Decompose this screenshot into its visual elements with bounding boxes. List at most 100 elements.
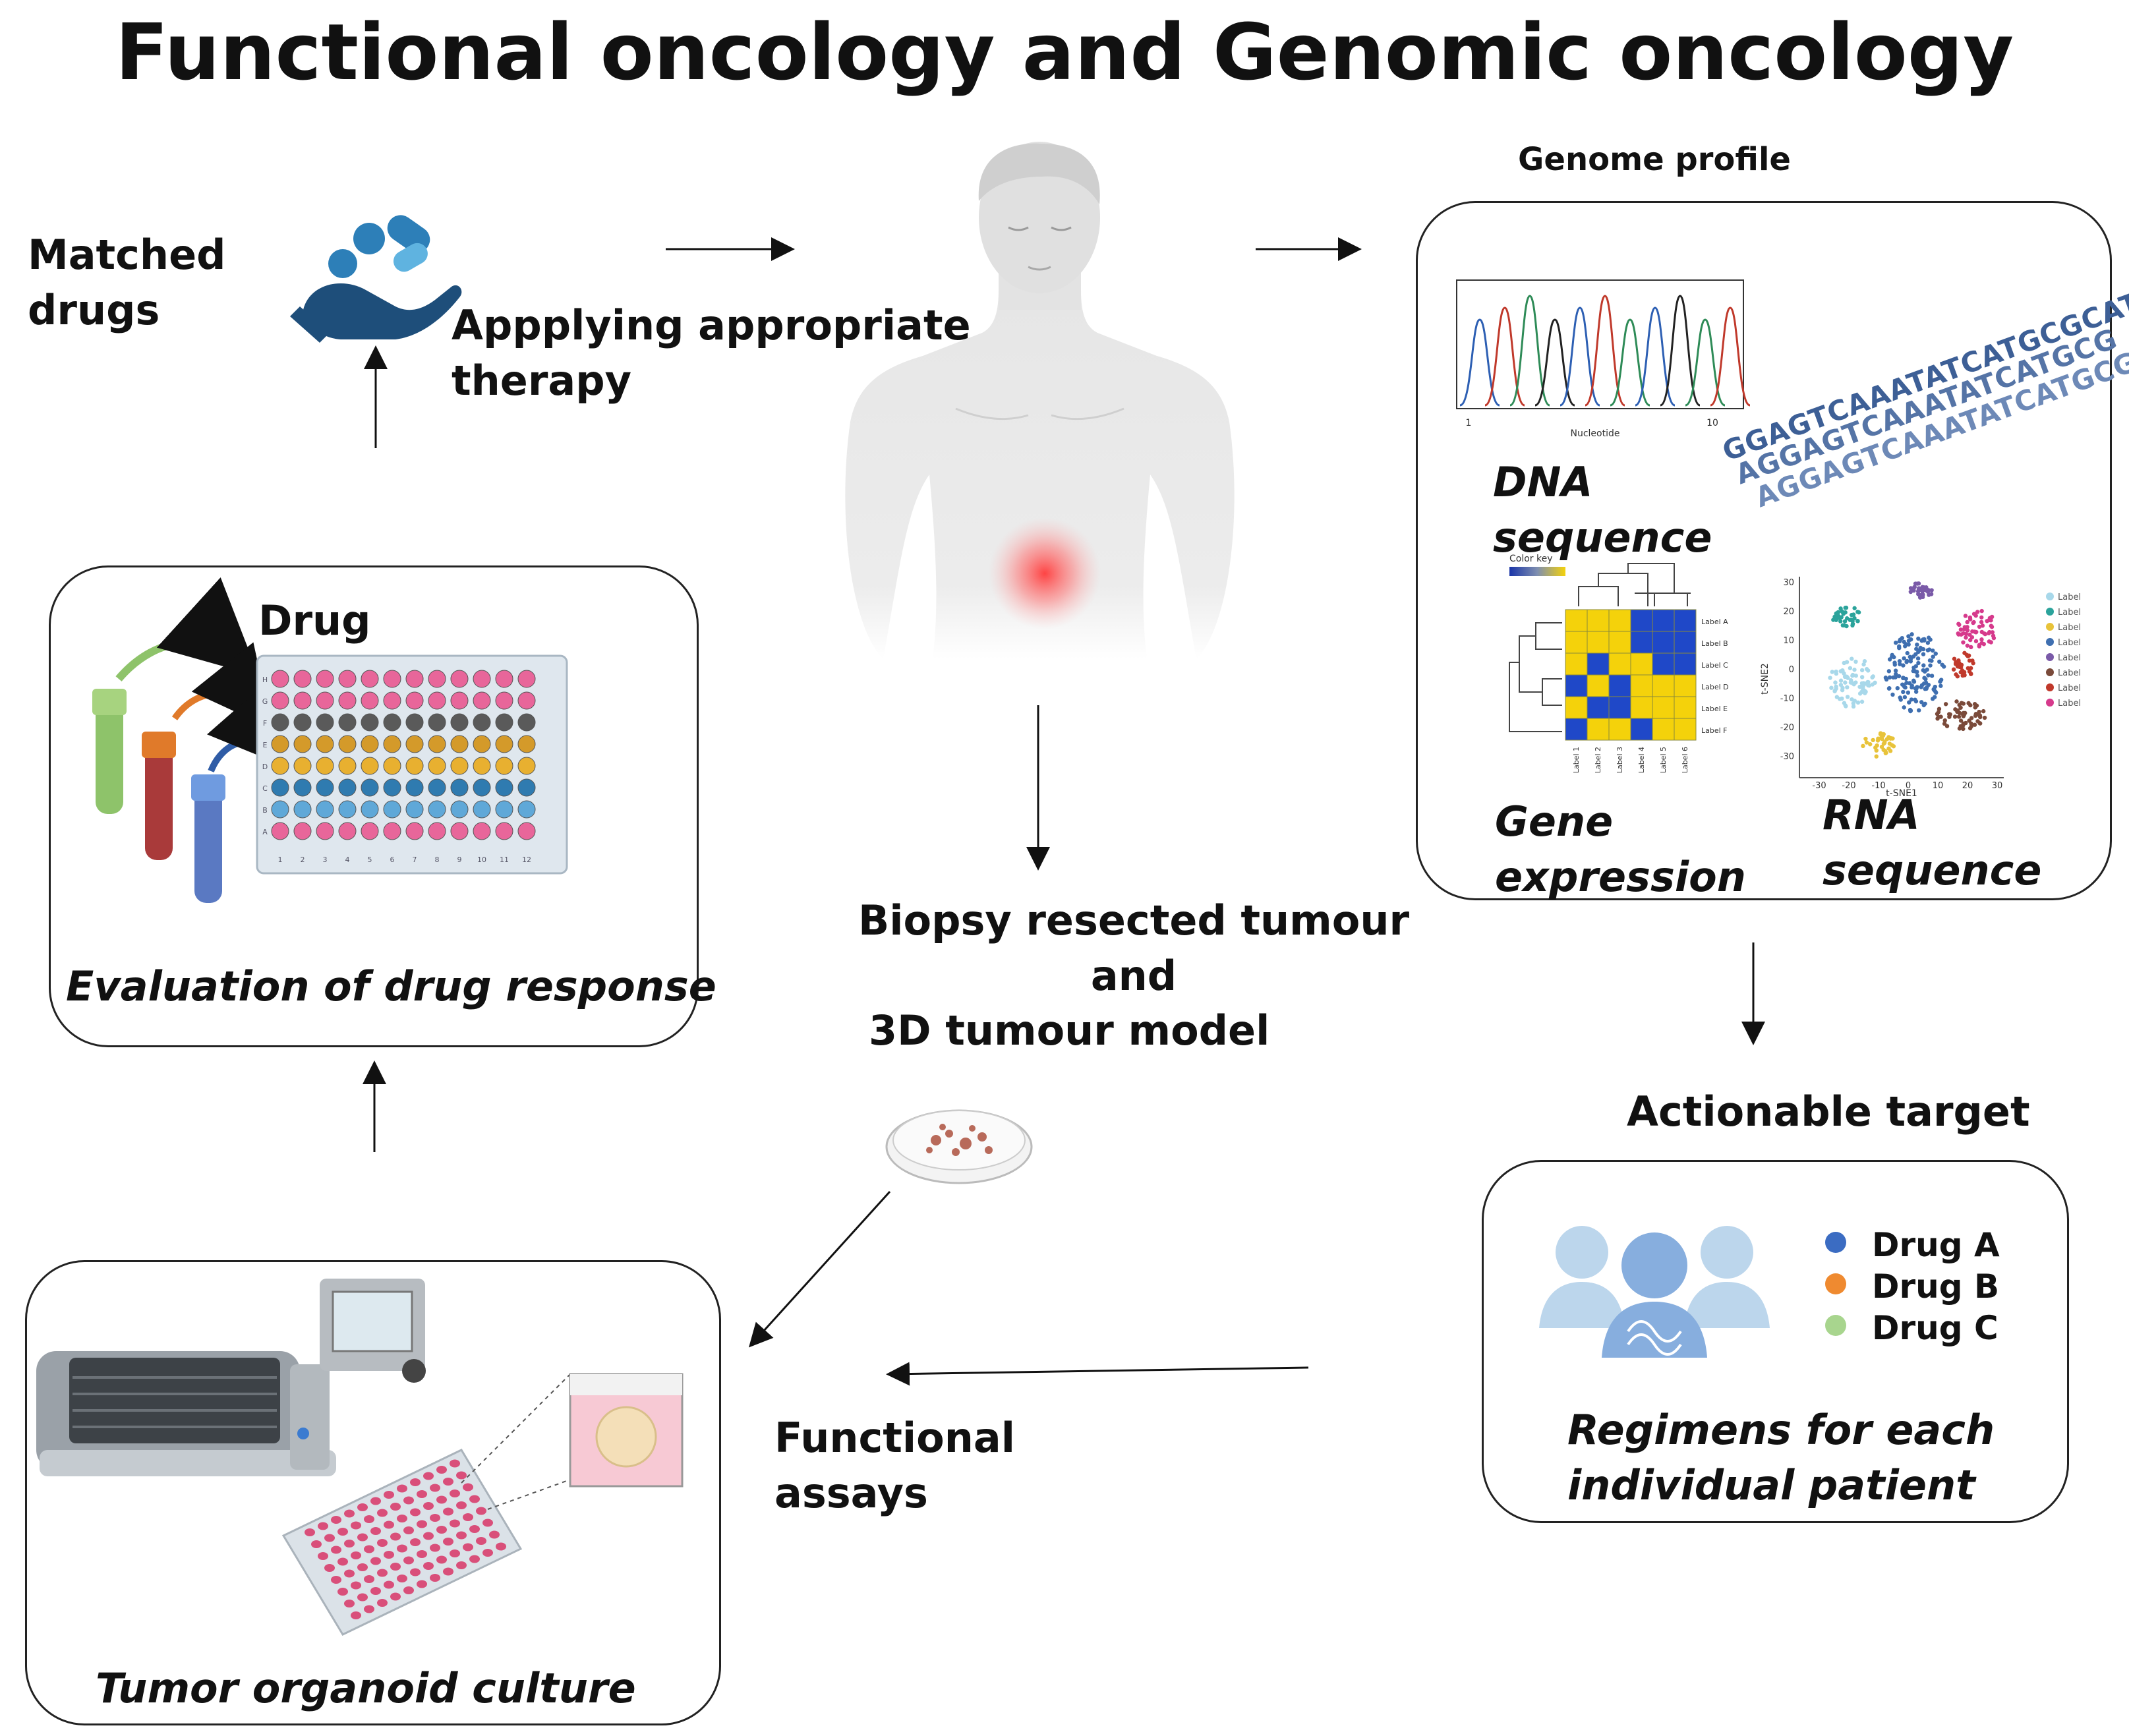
tsne-point (1845, 685, 1850, 690)
tsne-point (1921, 652, 1926, 656)
drug-b-label: Drug B (1872, 1267, 1999, 1306)
culture-well (403, 1586, 414, 1594)
tsne-point (1853, 659, 1858, 664)
tsne-point (1848, 666, 1853, 670)
culture-well (430, 1544, 440, 1552)
tsne-point (1892, 662, 1897, 667)
plate-well (405, 757, 424, 775)
tsne-point (1983, 631, 1987, 637)
plate-col-number: 7 (413, 855, 417, 864)
tsne-point (1958, 670, 1963, 675)
plate-well (495, 670, 513, 688)
tsne-point (1896, 674, 1902, 679)
tsne-point (1935, 716, 1940, 721)
culture-well (410, 1478, 421, 1486)
dna-chromatogram: Nucleotide 1 10 (1456, 279, 1751, 439)
hand-pills-icon (290, 215, 462, 343)
genome-profile-label: Genome profile (1518, 141, 1791, 178)
heatmap-row-label: Label D (1701, 683, 1729, 691)
culture-well (397, 1575, 407, 1582)
tsne-legend-marker (2046, 638, 2054, 646)
culture-well (377, 1509, 388, 1517)
tsne-point (1867, 683, 1872, 688)
tsne-point (1900, 635, 1904, 641)
culture-well (417, 1580, 427, 1588)
chromatogram-frame (1456, 279, 1744, 409)
tsne-point (1947, 714, 1952, 719)
tsne-point (1855, 610, 1860, 614)
plate-well (361, 735, 379, 753)
plate-well (517, 800, 536, 819)
tsne-legend-marker (2046, 593, 2054, 600)
plate-well (428, 757, 446, 775)
tsne-point (1901, 689, 1906, 695)
plate-well (405, 713, 424, 732)
tsne-point (1919, 638, 1924, 643)
tsne-point (1906, 642, 1911, 647)
culture-well (456, 1531, 467, 1540)
culture-well (324, 1534, 335, 1542)
tsne-point (1838, 606, 1843, 611)
chromatogram-peak (1509, 295, 1550, 407)
plate-well (271, 757, 289, 775)
plate-col-number: 2 (301, 855, 305, 864)
plate-well (383, 757, 401, 775)
plate-well (517, 713, 536, 732)
plate-well (361, 670, 379, 688)
tsne-point (1955, 674, 1960, 679)
chromatogram-peak (1585, 295, 1625, 407)
tsne-point (1923, 687, 1927, 691)
plate-well (473, 735, 491, 753)
culture-well (364, 1515, 374, 1523)
tsne-ytick: 20 (1783, 607, 1794, 617)
plate-well (428, 800, 446, 819)
tsne-ytick: 0 (1789, 665, 1794, 675)
culture-well (357, 1593, 368, 1602)
plate-well (293, 691, 312, 710)
tsne-point (1906, 634, 1911, 639)
tsne-point (1969, 645, 1973, 650)
plate-well (338, 735, 357, 753)
heatmap-col-label: Label 1 (1572, 747, 1581, 773)
plate-row-letter: B (262, 806, 268, 815)
tsne-legend-marker (2046, 653, 2054, 661)
heatmap-cell (1630, 696, 1653, 719)
tsne-ylabel: t-SNE2 (1760, 663, 1770, 695)
heatmap-cell (1674, 718, 1697, 741)
culture-well (357, 1563, 368, 1571)
tsne-point (1973, 705, 1977, 710)
culture-well (344, 1509, 355, 1518)
tsne-point (1843, 605, 1848, 610)
tsne-point (1921, 647, 1926, 652)
tsne-point (1981, 709, 1986, 714)
tsne-points (1828, 581, 1997, 759)
tsne-point (1873, 680, 1877, 685)
tsne-point (1928, 663, 1933, 668)
tsne-point (1852, 616, 1857, 621)
plate-well (316, 822, 334, 840)
tsne-point (1972, 722, 1977, 727)
tsne-xlabel: t-SNE1 (1886, 788, 1917, 799)
tsne-point (1921, 663, 1926, 668)
plate-well (361, 822, 379, 840)
plate-well (293, 800, 312, 819)
plate-well (271, 800, 289, 819)
plate-well (495, 822, 513, 840)
heatmap-cells (1565, 609, 1697, 741)
heatmap-cell (1608, 652, 1631, 676)
culture-well (397, 1544, 407, 1553)
tsne-point (1893, 640, 1898, 645)
heatmap-row-label: Label C (1701, 661, 1728, 670)
tsne-point (1857, 684, 1862, 689)
culture-well (311, 1540, 322, 1548)
tsne-point (1887, 741, 1892, 746)
culture-well (436, 1526, 447, 1534)
organoid-well (461, 1373, 684, 1510)
heatmap-cell (1565, 652, 1588, 676)
tsne-point (1838, 619, 1843, 623)
tsne-legend-marker (2046, 608, 2054, 616)
plate-well (316, 713, 334, 732)
culture-well (377, 1569, 388, 1577)
tsne-point (1908, 656, 1913, 661)
